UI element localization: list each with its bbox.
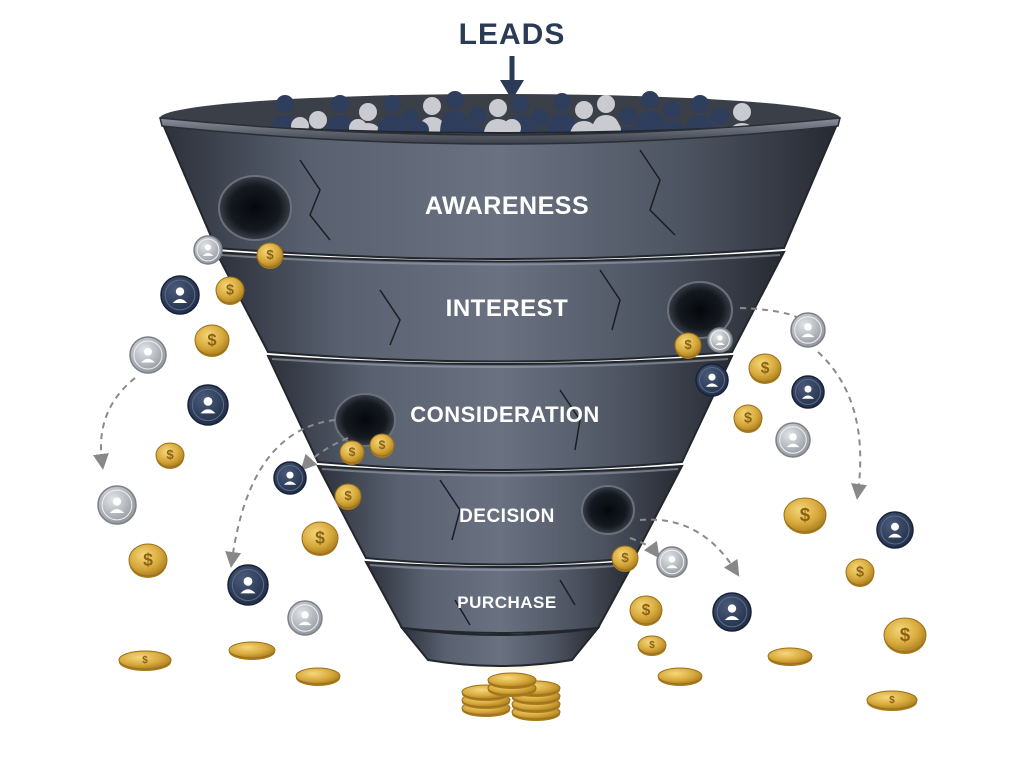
stage-label-decision: DECISION [459,506,555,527]
funnel-band [364,560,636,634]
svg-text:$: $ [856,565,864,581]
svg-text:$: $ [684,337,692,352]
leak-arrow [817,351,867,500]
funnel-hole [667,281,733,339]
svg-text:$: $ [166,447,174,462]
dollar-coin-icon: $ [339,440,365,465]
dollar-coin-icon: $ [674,332,702,359]
crack [559,579,576,606]
dollar-coin-icon: $ [128,543,168,578]
user-icon [695,363,729,397]
dollar-coin-icon: $ [334,483,362,510]
leak-arrows [93,307,867,577]
svg-text:$: $ [226,283,234,299]
user-icon [790,312,826,348]
crack [439,479,461,541]
dollar-coin-icon: $ [629,595,663,626]
stage-label-awareness: AWARENESS [425,192,589,220]
crack [454,599,471,626]
svg-text:$: $ [344,488,352,503]
user-icon [707,327,733,353]
svg-text:$: $ [315,528,325,548]
svg-text:$: $ [379,438,386,452]
arrow-down-icon [500,56,524,100]
crack [299,159,331,241]
crack [639,149,676,236]
user-icon [193,235,223,265]
svg-text:$: $ [649,640,655,651]
funnel-rim [159,117,841,145]
user-icon [273,461,307,495]
user-icon [97,485,137,525]
dollar-coin-icon: $ [118,650,172,671]
user-icon [227,564,269,606]
user-icon [287,600,323,636]
user-icon [187,384,229,426]
leak-arrow [629,537,660,559]
dollar-coin-icon [767,647,813,666]
dollar-coin-icon: $ [301,521,339,556]
svg-text:$: $ [900,624,911,645]
dollar-coin-icon: $ [256,242,284,269]
dollar-coin-icon [295,667,341,686]
funnel-spout [399,626,601,667]
funnel-hole [218,175,292,241]
funnel-title: LEADS [459,18,566,51]
dollar-coin-icon [487,672,537,689]
stage-label-purchase: PURCHASE [457,593,556,612]
dollar-coin-icon: $ [369,433,395,458]
dollar-coin-icon: $ [637,635,667,656]
leak-arrow [739,307,817,335]
svg-text:$: $ [744,411,752,427]
svg-text:$: $ [266,247,274,262]
svg-text:$: $ [142,655,148,666]
dollar-coin-icon: $ [783,497,827,534]
svg-text:$: $ [642,602,651,619]
svg-text:$: $ [761,360,770,377]
user-icon [160,275,200,315]
user-icon [876,511,914,549]
user-icon [129,336,167,374]
svg-text:$: $ [143,550,153,570]
stage-label-consideration: CONSIDERATION [410,402,599,427]
svg-text:$: $ [349,445,356,459]
dollar-coin-icon [657,667,703,686]
dollar-coin-icon: $ [866,690,918,711]
user-icon [791,375,825,409]
leak-arrow [93,377,136,470]
svg-text:$: $ [207,331,216,349]
stage-labels: AWARENESS INTEREST CONSIDERATION DECISIO… [410,192,599,612]
dollar-coin-icon: $ [155,442,185,469]
funnel-hole [581,485,635,535]
leak-arrow [225,419,336,568]
stage-label-interest: INTEREST [446,295,569,322]
dollar-coin-icon: $ [215,276,245,305]
user-icon [775,422,811,458]
svg-text:$: $ [889,695,895,706]
leak-arrow [300,437,349,471]
user-icon [712,592,752,632]
dollar-coin-icon: $ [611,545,639,572]
dollar-coin-icon: $ [748,353,782,384]
dollar-coin-icon: $ [733,404,763,433]
svg-text:$: $ [800,504,811,525]
dollar-coin-icon [228,641,276,660]
dollar-coin-icon: $ [194,324,230,357]
leaking-tokens: $ $ $ $ $ $ $ $ $ $ $ $ $ $ $ $ $ $ $ $ [97,235,927,721]
crack [559,389,581,451]
dollar-coin-icon: $ [883,617,927,654]
crack [379,289,401,346]
user-icon [656,546,688,578]
svg-text:$: $ [621,550,629,565]
dollar-coin-icon: $ [845,558,875,587]
leak-arrow [639,518,740,577]
funnel-band [214,250,786,363]
crack [599,269,621,331]
